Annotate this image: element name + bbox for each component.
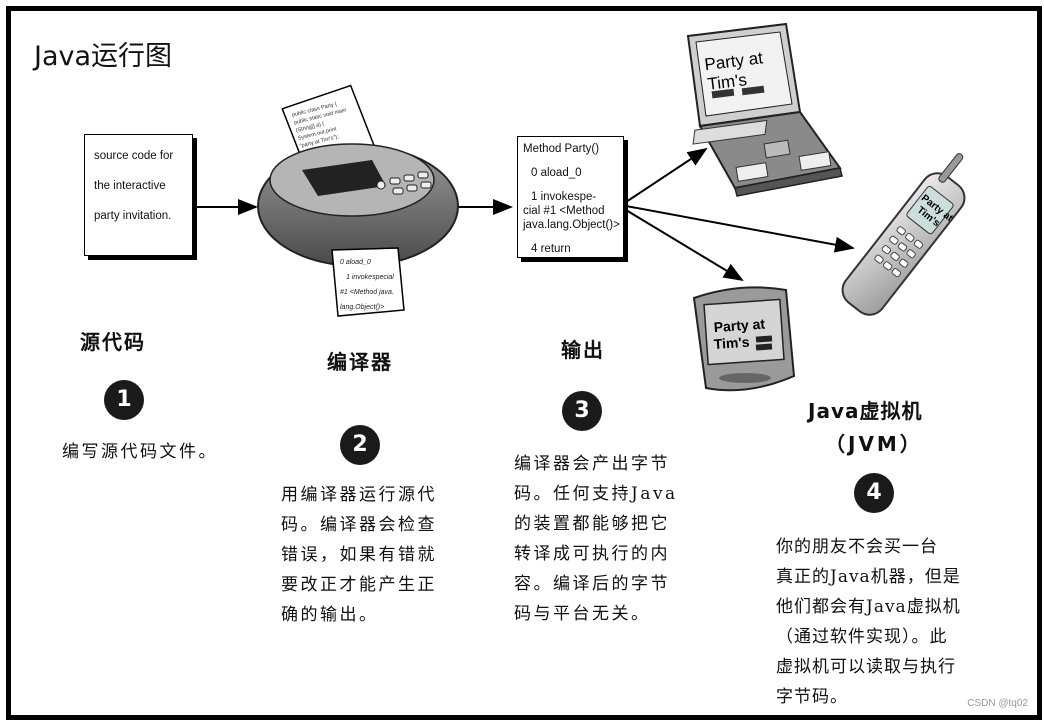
bytecode-box: Method Party() 0 aload_0 1 invokespe- ci…	[517, 136, 624, 258]
step-number-4: 4	[854, 473, 894, 513]
paper-out-line: #1 <Method java.	[340, 289, 394, 296]
pda-illustration: Party at Tim's	[694, 287, 794, 390]
bytecode-line: Method Party()	[523, 142, 623, 156]
arrow-output-to-phone	[626, 206, 853, 248]
step-number-1: 1	[104, 380, 144, 420]
desc-line: 要改正才能产生正	[281, 570, 437, 600]
step-number-2: 2	[340, 425, 380, 465]
mobile-phone-illustration: Party at Tim's	[836, 146, 987, 321]
jvm-description: 你的朋友不会买一台 真正的Java机器，但是 他们都会有Java虚拟机 （通过软…	[776, 532, 961, 712]
desc-line: 的装置都能够把它	[514, 509, 678, 539]
desc-line: 他们都会有Java虚拟机	[776, 592, 961, 622]
desc-line: 虚拟机可以读取与执行	[776, 652, 961, 682]
bytecode-line: cial #1 <Method	[523, 204, 623, 218]
compiler-label: 编译器	[327, 346, 393, 375]
desc-line: 错误，如果有错就	[281, 540, 437, 570]
arrow-output-to-laptop	[626, 149, 706, 202]
output-description: 编译器会产出字节 码。任何支持Java 的装置都能够把它 转译成可执行的内 容。…	[514, 449, 678, 629]
bytecode-line: 4 return	[523, 242, 623, 256]
device-screen-text: Tim's	[713, 334, 750, 352]
paper-out-line: 1 invokespecial	[346, 274, 394, 281]
paper-out-line: 0 aload_0	[340, 259, 371, 266]
desc-line: 确的输出。	[281, 600, 437, 630]
desc-line: 码与平台无关。	[514, 599, 678, 629]
paper-out-line: lang.Object()>	[340, 304, 384, 311]
jvm-abbrev-label: （JVM）	[825, 428, 923, 457]
compiler-machine-illustration: public class Party {public static void m…	[258, 83, 458, 316]
output-label: 输出	[561, 334, 605, 363]
jvm-label: Java虚拟机	[808, 395, 922, 424]
desc-line: 容。编译后的字节	[514, 569, 678, 599]
desc-line: 码。任何支持Java	[514, 479, 678, 509]
arrow-output-to-pda	[626, 210, 742, 280]
watermark: CSDN @tq02	[967, 698, 1028, 709]
laptop-illustration: Party at Tim's	[688, 24, 842, 196]
bytecode-line: 0 aload_0	[523, 166, 623, 180]
source-description: 编写源代码文件。	[62, 437, 218, 467]
compiler-description: 用编译器运行源代 码。编译器会检查 错误，如果有错就 要改正才能产生正 确的输出…	[281, 480, 437, 630]
desc-line: 编译器会产出字节	[514, 449, 678, 479]
desc-line: 你的朋友不会买一台	[776, 532, 961, 562]
step-number-3: 3	[562, 391, 602, 431]
desc-line: 真正的Java机器，但是	[776, 562, 961, 592]
bytecode-line: java.lang.Object()>	[523, 218, 623, 232]
desc-line: 转译成可执行的内	[514, 539, 678, 569]
desc-line: 字节码。	[776, 682, 961, 712]
desc-line: 用编译器运行源代	[281, 480, 437, 510]
desc-line: 码。编译器会检查	[281, 510, 437, 540]
desc-line: （通过软件实现）。此	[776, 622, 961, 652]
desc-line: 编写源代码文件。	[62, 437, 218, 467]
source-code-label: 源代码	[80, 326, 146, 355]
bytecode-line: 1 invokespe-	[523, 190, 623, 204]
